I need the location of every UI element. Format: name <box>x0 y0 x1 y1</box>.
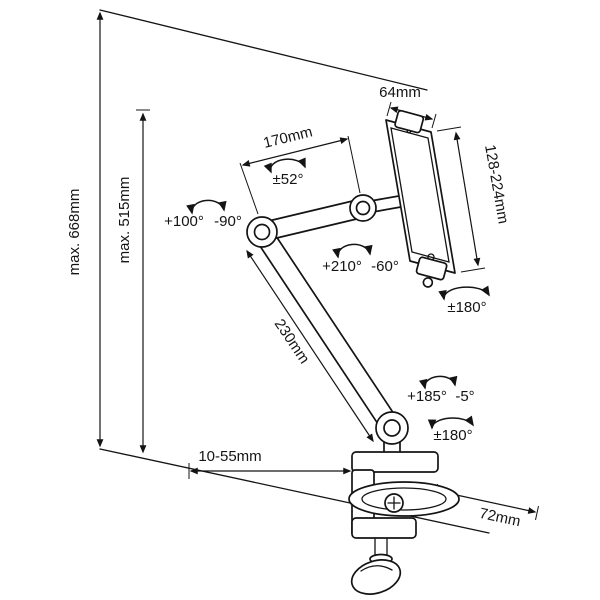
holder-joint-inner <box>355 200 371 216</box>
dim-max-total-height: max. 668mm <box>66 189 83 276</box>
ext-base-depth-2 <box>535 505 539 521</box>
ext-upper-arm-1 <box>239 162 259 215</box>
ext-holder-width-1 <box>386 101 392 117</box>
clamp-top-plate <box>351 451 439 473</box>
dim-line-upper-arm <box>241 137 349 167</box>
holder-top-clip <box>394 109 425 134</box>
dim-clamp-range: 10-55mm <box>198 448 261 465</box>
base-plate-inner <box>361 487 447 511</box>
dim-max-arm-height: max. 515mm <box>116 177 133 264</box>
elbow-joint-inner <box>253 223 271 241</box>
clamp-knob-detail <box>360 565 393 572</box>
holder-thumbscrew <box>422 277 434 288</box>
angle-base-joint-pos: +185° <box>407 388 447 405</box>
dim-base-depth: 72mm <box>478 505 522 530</box>
rotation-arrows <box>186 157 490 430</box>
box-bottom-edge <box>99 448 490 534</box>
dimension-lines <box>96 11 539 521</box>
dim-holder-width: 64mm <box>379 84 421 101</box>
arc-mid-joint <box>332 243 373 259</box>
arc-base-joint <box>418 375 458 390</box>
dim-holder-height-range: 128-224mm <box>481 143 512 225</box>
angle-holder-tilt: ±52° <box>273 171 304 188</box>
angle-holder-rotation: ±180° <box>447 299 486 316</box>
dim-line-lower-arm <box>246 249 374 443</box>
arc-upper-joint <box>186 199 227 215</box>
ext-holder-height-2 <box>460 267 486 273</box>
holder-bottom-clip-body <box>415 256 448 281</box>
holder-bottom-clip <box>415 256 448 288</box>
angle-base-joint-neg: -5° <box>455 388 474 405</box>
holder-top-clip-body <box>394 109 425 134</box>
clamp-knob <box>350 559 402 595</box>
angle-base-rotation: ±180° <box>433 427 472 444</box>
arc-holder-rotation <box>438 285 490 301</box>
ext-holder-width-2 <box>431 113 437 129</box>
box-top-edge <box>99 9 428 91</box>
arm-joints <box>246 194 409 445</box>
base-hub-screw-cross <box>387 496 401 510</box>
labels: max. 668mm max. 515mm 170mm 64mm 128-224… <box>66 84 522 530</box>
ext-holder-height-1 <box>436 126 462 132</box>
desk-clamp <box>348 437 460 595</box>
perspective-box <box>99 9 490 534</box>
angle-mid-joint-pos: +210° <box>322 258 362 275</box>
clamp-bottom-jaw <box>351 517 417 539</box>
base-plate <box>348 481 460 517</box>
angle-mid-joint-neg: -60° <box>371 258 399 275</box>
angle-upper-joint-neg: -90° <box>214 213 242 230</box>
arc-base-rotation <box>427 415 474 430</box>
base-joint-inner <box>383 419 401 437</box>
dim-line-holder-height <box>453 131 481 267</box>
arc-holder-tilt <box>263 157 306 174</box>
tablet-screen <box>390 127 450 263</box>
dim-upper-arm-length: 170mm <box>262 123 315 152</box>
ext-upper-arm-2 <box>347 135 361 194</box>
angle-upper-joint-pos: +100° <box>164 213 204 230</box>
